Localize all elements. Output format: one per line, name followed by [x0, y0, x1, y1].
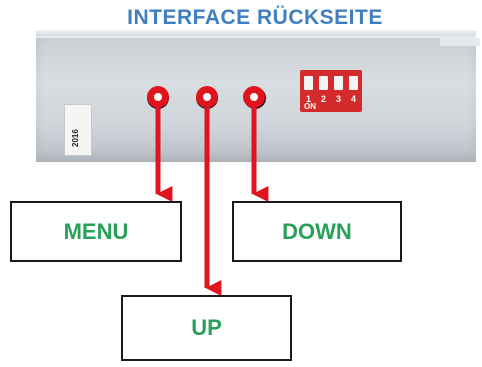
- down-arrow-dot-center: [250, 93, 258, 101]
- down-label-box: DOWN: [232, 201, 402, 262]
- dip-number-4: 4: [351, 94, 357, 104]
- menu-label: MENU: [63, 218, 129, 244]
- up-arrow-dot-center: [203, 93, 211, 101]
- device-bracket: [440, 38, 480, 46]
- menu-label-box: MENU: [10, 201, 182, 262]
- dip-lever-2: [319, 76, 328, 90]
- dip-lever-4: [349, 76, 358, 90]
- dip-lever-3: [334, 76, 343, 90]
- down-label: DOWN: [282, 218, 352, 244]
- dip-number-2: 2: [321, 94, 327, 104]
- menu-arrow-dot-center: [154, 93, 162, 101]
- dip-number-1: 1: [306, 94, 312, 104]
- dip-lever-1: [304, 76, 313, 90]
- title: INTERFACE RÜCKSEITE: [127, 6, 383, 29]
- device-sticker: 2016: [64, 104, 92, 156]
- device-top-edge: [36, 30, 476, 40]
- dip-switch: 1 2 3 4 ON: [300, 70, 362, 112]
- up-label: UP: [191, 315, 222, 340]
- up-label-box: UP: [121, 295, 292, 361]
- dip-number-3: 3: [336, 94, 342, 104]
- dip-on-label: ON: [304, 102, 316, 111]
